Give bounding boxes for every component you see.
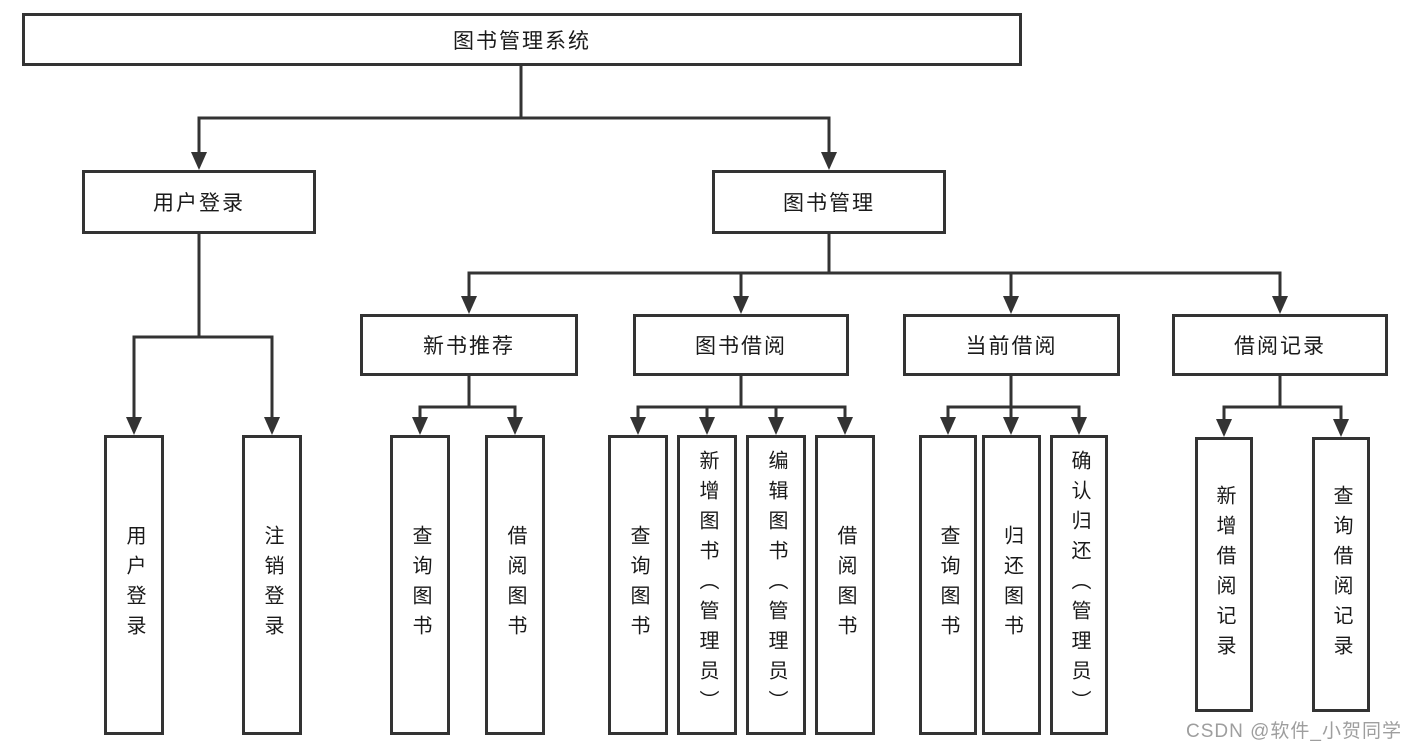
csdn-watermark: CSDN @软件_小贺同学 xyxy=(1186,721,1402,742)
node-root-label: 图书管理系统 xyxy=(453,29,591,53)
leaf-current-query-books-label: 查询图书 xyxy=(937,525,959,645)
leaf-records-query-record: 查询借阅记录 xyxy=(1312,437,1370,712)
node-borrow-records: 借阅记录 xyxy=(1172,314,1388,376)
leaf-borrow-borrow-books: 借阅图书 xyxy=(815,435,875,735)
node-new-book-recommend-label: 新书推荐 xyxy=(423,335,515,358)
leaf-borrow-edit-books-admin: 编辑图书（管理员） xyxy=(746,435,806,735)
node-book-management-label: 图书管理 xyxy=(783,192,875,215)
connector-user-login-children xyxy=(126,234,280,435)
node-user-login: 用户登录 xyxy=(82,170,316,234)
leaf-logout-login-label: 注销登录 xyxy=(261,525,283,645)
connector-new-book-children xyxy=(412,376,523,435)
leaf-recommend-borrow-books-label: 借阅图书 xyxy=(504,525,526,645)
connector-current-borrow-children xyxy=(940,376,1087,435)
leaf-current-return-books-label: 归还图书 xyxy=(1000,525,1023,645)
node-root: 图书管理系统 xyxy=(22,13,1022,66)
node-book-borrow: 图书借阅 xyxy=(633,314,849,376)
node-book-borrow-label: 图书借阅 xyxy=(695,335,787,358)
leaf-current-confirm-return-admin: 确认归还（管理员） xyxy=(1050,435,1108,735)
node-borrow-records-label: 借阅记录 xyxy=(1234,335,1326,358)
leaf-current-query-books: 查询图书 xyxy=(919,435,977,735)
node-user-login-label: 用户登录 xyxy=(153,192,245,215)
leaf-recommend-borrow-books: 借阅图书 xyxy=(485,435,545,735)
connector-book-borrow-children xyxy=(630,376,853,435)
leaf-borrow-add-books-admin-label: 新增图书（管理员） xyxy=(696,450,718,720)
leaf-current-confirm-return-admin-label: 确认归还（管理员） xyxy=(1068,450,1090,720)
leaf-records-add-record-label: 新增借阅记录 xyxy=(1213,484,1235,665)
leaf-borrow-query-books-label: 查询图书 xyxy=(627,525,649,645)
leaf-logout-login: 注销登录 xyxy=(242,435,302,735)
leaf-recommend-query-books-label: 查询图书 xyxy=(409,525,431,645)
leaf-current-return-books: 归还图书 xyxy=(982,435,1041,735)
leaf-borrow-borrow-books-label: 借阅图书 xyxy=(834,525,856,645)
connector-book-management-to-level3 xyxy=(461,234,1288,314)
leaf-user-login-label: 用户登录 xyxy=(123,525,145,645)
node-current-borrow: 当前借阅 xyxy=(903,314,1120,376)
connector-borrow-records-children xyxy=(1216,376,1349,437)
connector-root-to-level2 xyxy=(191,66,837,170)
leaf-records-add-record: 新增借阅记录 xyxy=(1195,437,1253,712)
leaf-borrow-add-books-admin: 新增图书（管理员） xyxy=(677,435,737,735)
leaf-records-query-record-label: 查询借阅记录 xyxy=(1330,484,1352,665)
leaf-borrow-edit-books-admin-label: 编辑图书（管理员） xyxy=(765,450,787,720)
leaf-user-login: 用户登录 xyxy=(104,435,164,735)
node-new-book-recommend: 新书推荐 xyxy=(360,314,578,376)
node-book-management: 图书管理 xyxy=(712,170,946,234)
leaf-borrow-query-books: 查询图书 xyxy=(608,435,668,735)
leaf-recommend-query-books: 查询图书 xyxy=(390,435,450,735)
node-current-borrow-label: 当前借阅 xyxy=(965,335,1058,358)
